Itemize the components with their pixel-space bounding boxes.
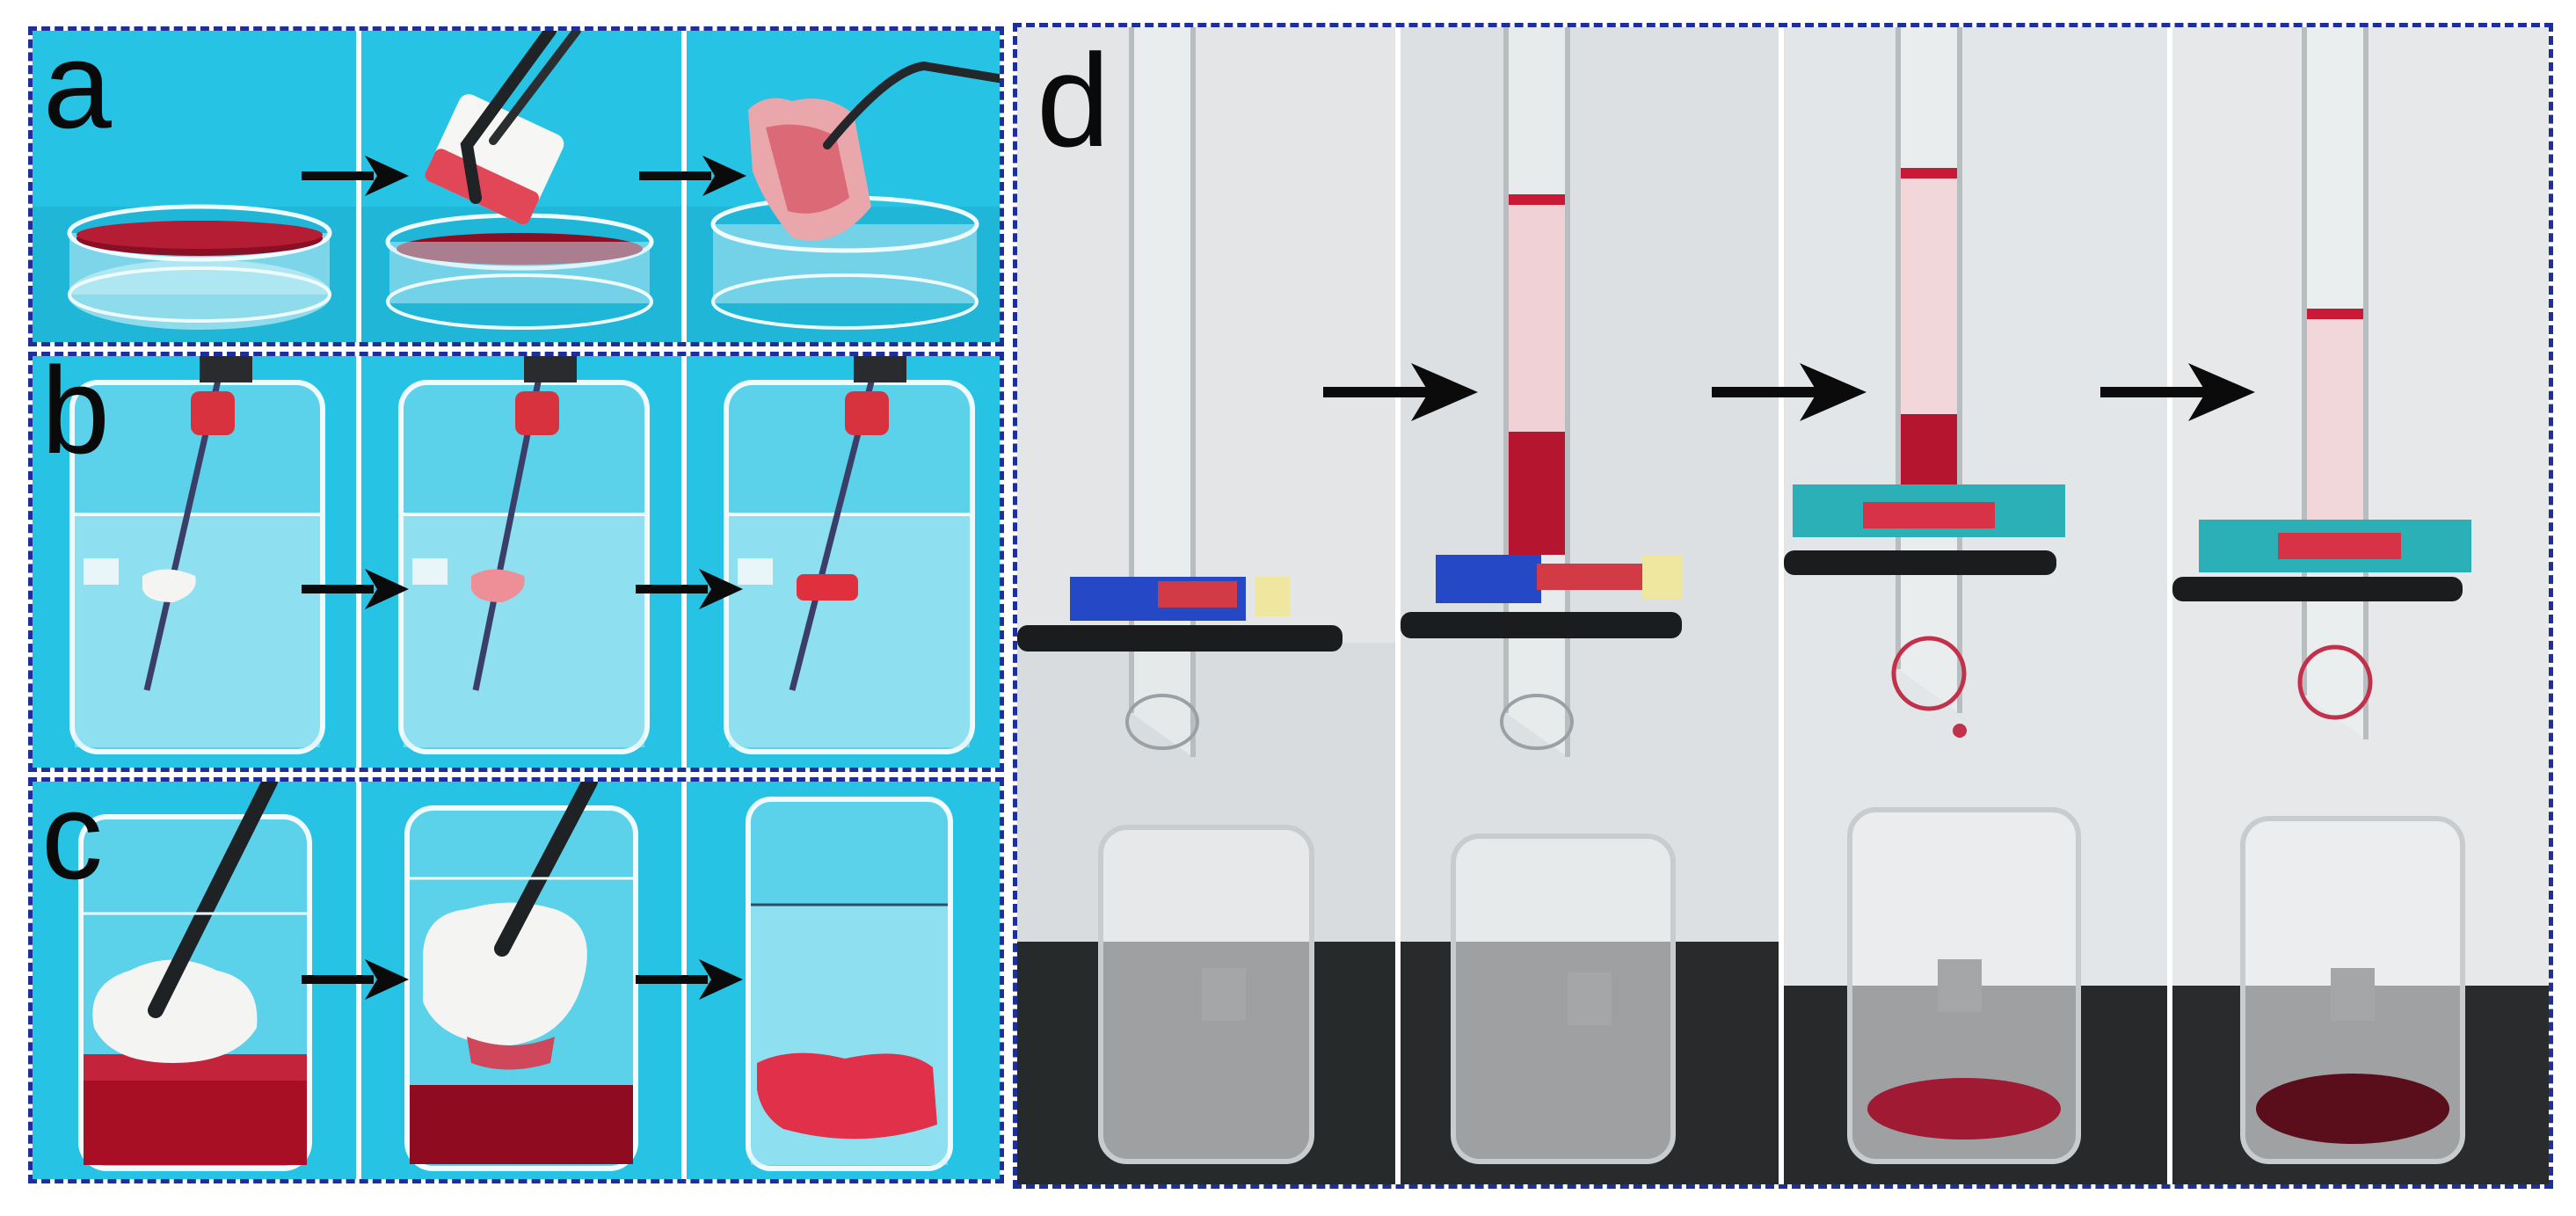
- photo-b2-needle-beaker: [361, 356, 681, 768]
- panel-b: b: [28, 352, 1004, 772]
- right-arrow-icon: [302, 154, 409, 198]
- photo-a1-petri-dish-blood: [33, 31, 356, 342]
- panel-label-b: b: [41, 352, 110, 479]
- photo-c2-sponge-lifted: [361, 782, 681, 1179]
- right-arrow-icon: [636, 958, 743, 1001]
- photo-c1-sponge-in-blood: [33, 782, 356, 1179]
- panel-c: c: [28, 777, 1004, 1183]
- right-arrow-icon: [302, 567, 409, 611]
- photo-d1-empty-tube: [1017, 27, 1395, 1184]
- photo-a3-sponge-absorbed: [687, 31, 1000, 342]
- photo-d2-blood-in-tube: [1401, 27, 1779, 1184]
- panel-a: a: [28, 26, 1004, 346]
- panel-label-d: d: [1037, 26, 1110, 174]
- photo-d4-blood-collected: [2172, 27, 2549, 1184]
- photo-d3-blood-draining: [1784, 27, 2167, 1184]
- photo-b1-needle-beaker: [33, 356, 356, 768]
- panel-d: d: [1013, 23, 2553, 1189]
- right-arrow-icon: [1712, 361, 1867, 423]
- right-arrow-icon: [639, 154, 746, 198]
- right-arrow-icon: [302, 958, 409, 1001]
- right-arrow-icon: [636, 567, 743, 611]
- right-arrow-icon: [2100, 361, 2255, 423]
- photo-a2-sponge-in-dish: [361, 31, 681, 342]
- photo-b3-needle-beaker: [687, 356, 1000, 768]
- panel-label-c: c: [41, 777, 103, 905]
- photo-c3-blood-clot: [687, 782, 1000, 1179]
- panel-label-a: a: [43, 26, 112, 154]
- right-arrow-icon: [1323, 361, 1478, 423]
